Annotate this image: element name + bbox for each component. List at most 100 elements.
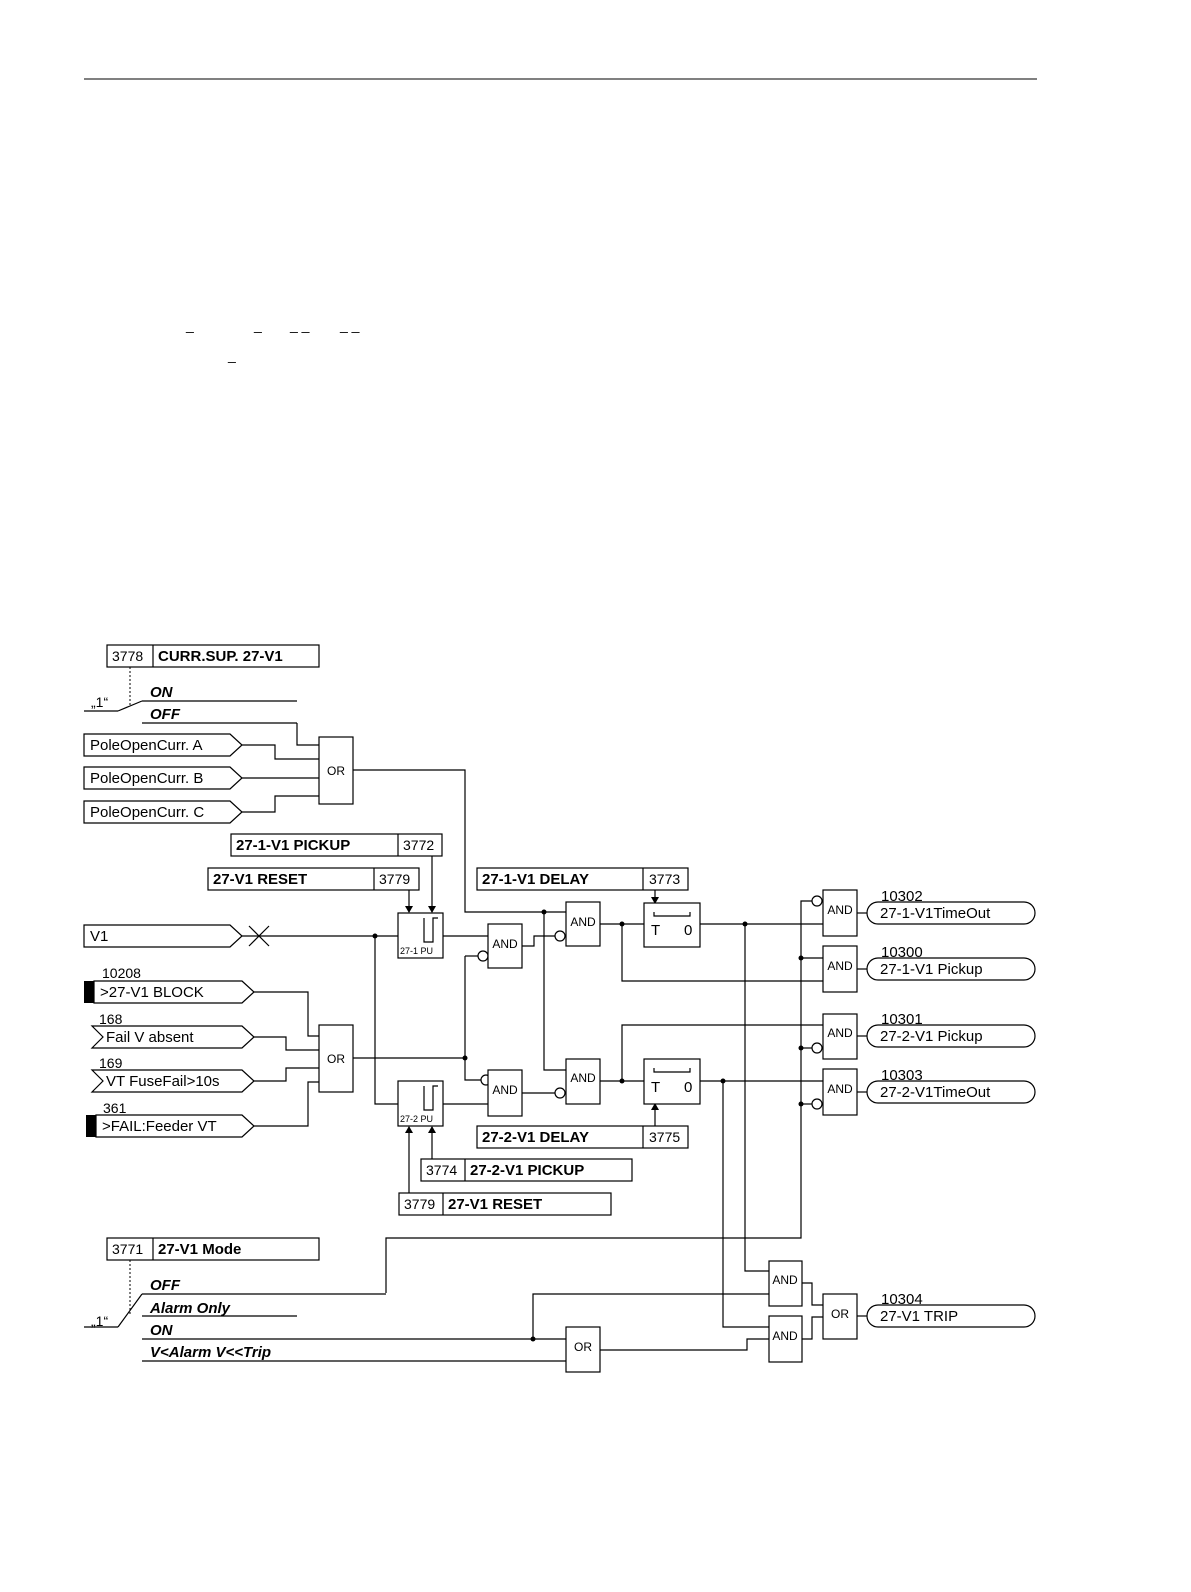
or-gate-1-label: OR <box>327 764 345 778</box>
and-gate-pickup-1-label: AND <box>492 937 518 951</box>
input-vt-fuse: 169 VT FuseFail>10s <box>90 1055 255 1093</box>
output-10302: 10302 27-1-V1TimeOut <box>866 888 1036 925</box>
input-pole-a: PoleOpenCurr. A <box>83 733 243 757</box>
timer-2-t: T <box>651 1079 660 1096</box>
timer-2: T 0 <box>643 1058 701 1105</box>
curr-sup-const: „1“ <box>91 694 108 710</box>
input-pole-c: PoleOpenCurr. C <box>83 800 243 824</box>
input-fail-v: 168 Fail V absent <box>90 1011 255 1049</box>
reset-2-name: 27-V1 RESET <box>448 1196 542 1213</box>
pole-a-label: PoleOpenCurr. A <box>90 737 203 754</box>
and-gate-out-1: AND <box>822 889 858 937</box>
timer-1-t: T <box>651 922 660 939</box>
reset-1-name: 27-V1 RESET <box>213 871 307 888</box>
mode-opt-alarm: Alarm Only <box>149 1300 231 1317</box>
output-10304-label: 27-V1 TRIP <box>880 1308 958 1325</box>
fragment-4: _ _ <box>339 317 360 333</box>
output-10300-label: 27-1-V1 Pickup <box>880 961 983 978</box>
or-gate-3-label: OR <box>574 1340 592 1354</box>
and-gate-pickup-2: AND <box>487 1069 523 1117</box>
input-pole-b: PoleOpenCurr. B <box>83 766 243 790</box>
delay-1-addr: 3773 <box>649 871 680 887</box>
pickup-2-name: 27-2-V1 PICKUP <box>470 1162 584 1179</box>
or-gate-trip: OR <box>822 1293 858 1340</box>
pickup-1-name: 27-1-V1 PICKUP <box>236 837 350 854</box>
output-10301-num: 10301 <box>881 1011 923 1028</box>
and-gate-out-3: AND <box>822 1013 858 1060</box>
and-gate-delay-1-label: AND <box>570 915 596 929</box>
reset-2-addr: 3779 <box>404 1196 435 1212</box>
and-gate-pickup-1: AND <box>487 923 523 969</box>
and-gate-delay-1: AND <box>565 901 601 947</box>
and-gate-out-4: AND <box>822 1068 858 1116</box>
setting-delay-2: 27-2-V1 DELAY 3775 <box>476 1125 689 1149</box>
vt-fuse-num: 169 <box>99 1055 123 1071</box>
curr-sup-name: CURR.SUP. 27-V1 <box>158 648 283 665</box>
and-gate-delay-2-label: AND <box>570 1071 596 1085</box>
output-10303-num: 10303 <box>881 1067 923 1084</box>
input-fail-feeder: 361 >FAIL:Feeder VT <box>86 1100 255 1138</box>
output-10301-label: 27-2-V1 Pickup <box>880 1028 983 1045</box>
setting-delay-1: 27-1-V1 DELAY 3773 <box>476 867 689 891</box>
or-gate-2-label: OR <box>327 1052 345 1066</box>
and-gate-trip-2: AND <box>768 1315 803 1363</box>
fail-feeder-num: 361 <box>103 1100 127 1116</box>
output-10303-label: 27-2-V1TimeOut <box>880 1084 991 1101</box>
mode-addr: 3771 <box>112 1241 143 1257</box>
and-gate-out-2-label: AND <box>827 959 853 973</box>
timer-1: T 0 <box>643 902 701 948</box>
or-gate-trip-label: OR <box>831 1307 849 1321</box>
and-gate-trip-1-label: AND <box>772 1273 798 1287</box>
fragment-2: _ <box>253 317 262 333</box>
and-gate-pickup-2-label: AND <box>492 1083 518 1097</box>
v1-label: V1 <box>90 928 108 945</box>
setting-pickup-1: 27-1-V1 PICKUP 3772 <box>230 833 443 857</box>
reset-1-addr: 3779 <box>379 871 410 887</box>
output-10300-num: 10300 <box>881 944 923 961</box>
fragment-5: _ <box>227 347 236 363</box>
input-block: 10208 >27-V1 BLOCK <box>84 965 255 1004</box>
block-num: 10208 <box>102 965 141 981</box>
fragment-3: _ _ <box>289 317 310 333</box>
curr-sup-on: ON <box>150 684 174 701</box>
pole-b-label: PoleOpenCurr. B <box>90 770 203 787</box>
curr-sup-addr: 3778 <box>112 648 143 664</box>
or-gate-2: OR <box>318 1024 354 1093</box>
timer-2-zero: 0 <box>684 1079 692 1096</box>
output-10301: 10301 27-2-V1 Pickup <box>866 1011 1036 1048</box>
comparator-27-1-label: 27-1 PU <box>400 946 433 956</box>
fail-feeder-label: >FAIL:Feeder VT <box>102 1118 217 1135</box>
setting-curr-sup: 3778 CURR.SUP. 27-V1 „1“ ON OFF <box>84 644 320 724</box>
or-gate-3: OR <box>565 1326 601 1373</box>
setting-pickup-2: 3774 27-2-V1 PICKUP <box>420 1158 633 1182</box>
and-gate-out-2: AND <box>822 945 858 993</box>
delay-2-name: 27-2-V1 DELAY <box>482 1129 589 1146</box>
curr-sup-off: OFF <box>150 706 181 723</box>
mode-opt-both: V<Alarm V<<Trip <box>150 1344 271 1361</box>
and-gate-out-1-label: AND <box>827 903 853 917</box>
mode-opt-on: ON <box>150 1322 174 1339</box>
setting-reset-2: 3779 27-V1 RESET <box>398 1192 612 1216</box>
comparator-27-2-label: 27-2 PU <box>400 1114 433 1124</box>
vt-fuse-label: VT FuseFail>10s <box>106 1073 220 1090</box>
wires-or2 <box>254 950 492 1127</box>
output-10304: 10304 27-V1 TRIP <box>866 1291 1036 1328</box>
output-10303: 10303 27-2-V1TimeOut <box>866 1067 1036 1104</box>
fragment-1: _ <box>185 317 194 333</box>
and-gate-out-4-label: AND <box>827 1082 853 1096</box>
fail-v-num: 168 <box>99 1011 123 1027</box>
output-10302-label: 27-1-V1TimeOut <box>880 905 991 922</box>
input-v1: V1 <box>83 924 243 948</box>
pickup-1-addr: 3772 <box>403 837 434 853</box>
pole-c-label: PoleOpenCurr. C <box>90 804 204 821</box>
wires-or1 <box>242 723 566 913</box>
or-gate-1: OR <box>318 736 354 805</box>
pickup-2-addr: 3774 <box>426 1162 457 1178</box>
output-10304-num: 10304 <box>881 1291 923 1308</box>
mode-name: 27-V1 Mode <box>158 1241 241 1258</box>
comparator-27-1: 27-1 PU <box>397 912 444 959</box>
mode-const: „1“ <box>91 1313 108 1329</box>
output-10300: 10300 27-1-V1 Pickup <box>866 944 1036 981</box>
